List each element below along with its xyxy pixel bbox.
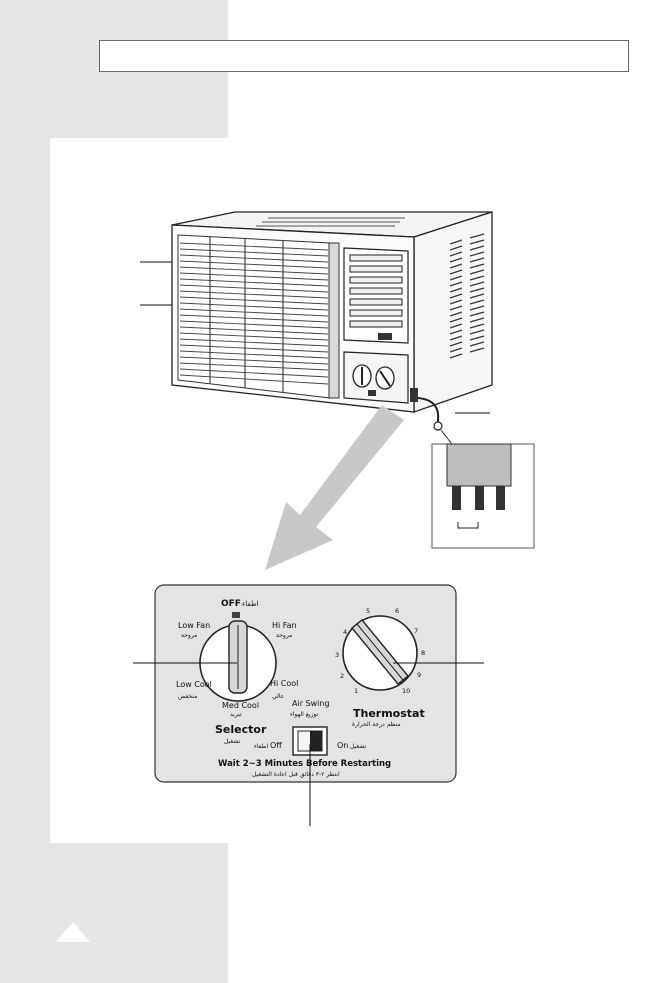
page-corner-mark — [56, 922, 90, 942]
label-low-fan: Low Fan — [178, 621, 210, 630]
thermo-number-3: 3 — [335, 651, 339, 659]
thermo-number-8: 8 — [421, 649, 425, 657]
label-hi-fan-ar: ﻣﺮﻭﺣﺔ — [276, 632, 292, 639]
label-thermostat-ar: ﻣﻨﻈﻢ ﺩﺭﺟﺔ ﺍﻟﺤﺮﺍﺭﺓ — [352, 721, 401, 728]
label-thermostat: Thermostat — [353, 707, 425, 720]
title-box — [99, 40, 629, 72]
thermostat-scale: 1 2 3 4 5 6 7 8 9 10 — [335, 607, 425, 695]
control-panel-detail — [154, 584, 457, 783]
label-air-swing: Air Swing — [292, 699, 330, 708]
plug-detail — [431, 429, 535, 549]
thermo-number-6: 6 — [395, 607, 399, 615]
label-switch-on-ar: ﺗﺸﻐﻴﻞ — [350, 743, 367, 750]
label-hi-cool-ar: ﻋﺎﻟﻲ — [272, 693, 284, 700]
label-med-cool: Med Cool — [222, 701, 259, 710]
label-low-fan-ar: ﻣﺮﻭﺣﺔ — [181, 632, 197, 639]
label-wait-ar: ﺍﻧﺘﻈﺮ ٢-٣ ﺩﻗﺎﺋﻖ ﻗﺒﻞ ﺍﻋﺎﺩﺓ ﺍﻟﺘﺸﻐﻴﻞ — [252, 771, 340, 778]
thermo-number-4: 4 — [343, 628, 347, 636]
label-switch-on: On — [337, 741, 348, 750]
zoom-arrow — [265, 405, 404, 570]
thermo-number-1: 1 — [354, 687, 358, 695]
thermo-number-2: 2 — [340, 672, 344, 680]
thermo-number-9: 9 — [417, 671, 421, 679]
thermo-number-5: 5 — [366, 607, 370, 615]
label-air-swing-ar: ﺗﻮﺯﻳﻊ ﺍﻟﻬﻮﺍﺀ — [290, 711, 319, 718]
label-low-cool: Low Cool — [176, 680, 212, 689]
label-off-ar: ﺍﻃﻔﺎﺀ — [242, 600, 259, 608]
label-off: OFF — [221, 599, 241, 609]
label-wait: Wait 2~3 Minutes Before Restarting — [218, 759, 391, 769]
label-med-cool-ar: ﺗﺒﺮﻳﺪ — [230, 711, 242, 718]
label-selector-ar: ﺗﺸﻐﻴﻞ — [224, 738, 241, 745]
label-hi-cool: Hi Cool — [270, 679, 298, 688]
thermo-number-7: 7 — [414, 627, 418, 635]
label-switch-off-ar: ﺍﻃﻔﺎﺀ — [254, 743, 268, 750]
label-low-cool-ar: ﻣﻨﺨﻔﺾ — [178, 693, 197, 700]
label-switch-off: Off — [270, 741, 282, 750]
label-hi-fan: Hi Fan — [272, 621, 297, 630]
label-selector: Selector — [215, 723, 267, 736]
ac-unit — [171, 211, 493, 431]
thermo-number-10: 10 — [402, 687, 410, 695]
